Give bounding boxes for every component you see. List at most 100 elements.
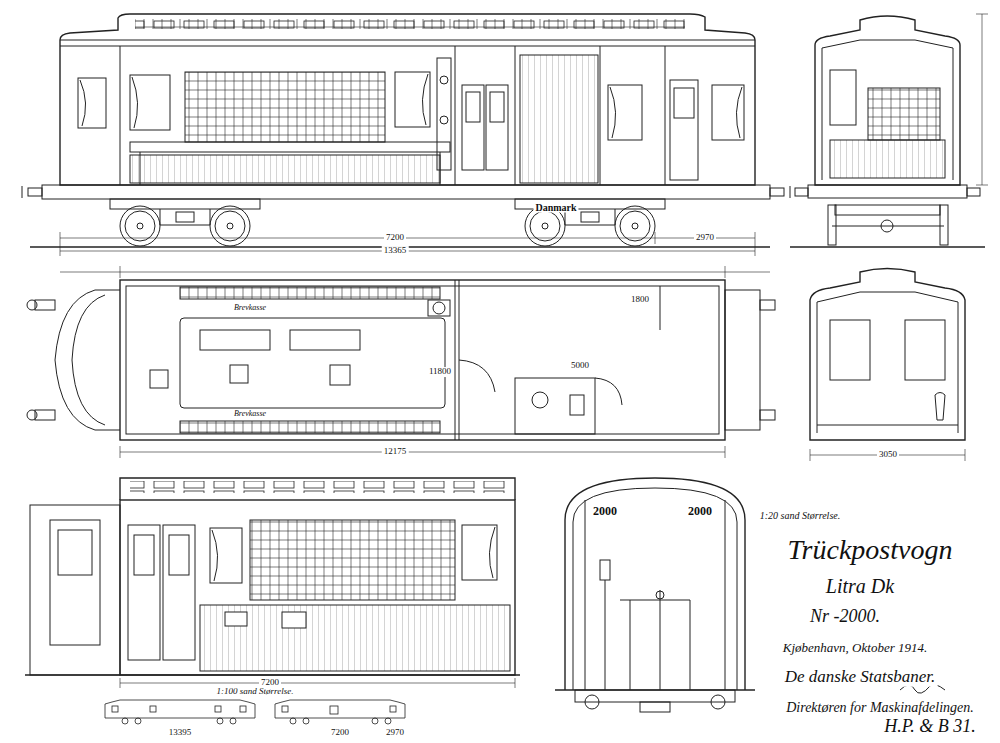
dimension: 5000 xyxy=(569,361,591,371)
plan-view-part xyxy=(725,290,760,430)
scale-note: 1:20 sand Størrelse. xyxy=(758,510,842,521)
side-elevation-part xyxy=(42,185,770,199)
section-view xyxy=(25,478,520,688)
side-elevation-part xyxy=(60,46,755,47)
plan-view-part xyxy=(595,378,622,405)
section-view-part xyxy=(163,525,195,660)
end-section-part xyxy=(656,591,664,599)
side-elevation-part xyxy=(665,46,666,185)
dimension: 7200 xyxy=(329,728,351,738)
plan-view-part xyxy=(120,452,725,453)
section-view-part xyxy=(120,683,515,684)
plan-view-part xyxy=(72,295,105,425)
side-elevation-part xyxy=(130,75,170,130)
plan-view-part xyxy=(459,360,495,392)
side-elevation-part xyxy=(466,92,480,122)
end-section xyxy=(555,478,755,712)
plan-view-part xyxy=(120,446,121,458)
cross-section-part xyxy=(817,292,958,433)
plan-view-part xyxy=(60,272,770,273)
plan-view-part xyxy=(55,290,120,430)
side-elevation-part xyxy=(60,232,61,256)
plan-view-part xyxy=(330,365,350,385)
plan-view-part xyxy=(230,365,248,383)
plan-view-part xyxy=(290,330,360,350)
side-elevation-part xyxy=(78,78,106,128)
side-elevation-part xyxy=(60,14,755,185)
cross-section-part xyxy=(817,425,958,426)
plan-view-part xyxy=(455,280,456,440)
section-view-part xyxy=(462,525,497,580)
section-view-part xyxy=(212,530,218,581)
small-elevation-part xyxy=(385,718,391,724)
side-elevation-part xyxy=(490,92,504,122)
plan-view-part xyxy=(725,446,726,458)
part-label: Brevkasse xyxy=(232,304,268,313)
cross-section-part xyxy=(810,449,811,461)
small-elevation-part xyxy=(330,706,338,714)
side-elevation-part xyxy=(632,223,638,229)
side-elevation-part xyxy=(176,212,194,222)
small-elevation-part xyxy=(290,718,296,724)
dimension: 11800 xyxy=(427,367,453,377)
plan-view-part xyxy=(27,300,37,310)
end-section-part xyxy=(600,560,610,580)
section-view-part xyxy=(58,530,92,575)
cross-section xyxy=(810,269,965,462)
side-elevation-part xyxy=(608,85,642,140)
end-view-part xyxy=(967,188,980,196)
end-section-part xyxy=(585,500,586,690)
plan-view-part xyxy=(760,410,775,420)
side-elevation-part xyxy=(455,46,456,185)
side-elevation-part xyxy=(736,87,742,138)
side-elevation-part xyxy=(125,211,155,241)
side-elevation-part xyxy=(440,116,448,124)
end-section-part xyxy=(690,600,691,690)
section-view-part xyxy=(250,520,455,600)
plan-view-part xyxy=(150,370,168,388)
section-view-part xyxy=(130,481,510,493)
section-view-part xyxy=(120,478,515,500)
side-elevation-part xyxy=(542,223,548,229)
end-view-part xyxy=(868,88,940,140)
section-view-part xyxy=(50,520,100,645)
plan-view-part xyxy=(120,280,725,440)
side-elevation-part xyxy=(620,211,650,241)
plan-view-part xyxy=(515,378,595,434)
side-elevation-part xyxy=(227,223,233,229)
side-elevation-part xyxy=(520,55,598,183)
end-view-part xyxy=(830,70,856,125)
side-elevation-part xyxy=(615,206,655,246)
section-view-part xyxy=(200,605,510,671)
side-elevation-part xyxy=(581,212,599,222)
dimension: 7200 xyxy=(384,233,406,243)
side-elevation-part xyxy=(395,72,430,127)
side-elevation-part xyxy=(80,80,86,126)
dimension: 1800 xyxy=(629,295,651,305)
title-block-text: Nr -2000. xyxy=(808,607,882,627)
small-elevation-part xyxy=(240,706,246,712)
plan-view-part xyxy=(725,266,726,278)
side-elevation-part xyxy=(670,80,698,180)
small-elevation-part xyxy=(275,700,405,718)
end-view-part xyxy=(790,246,985,247)
side-elevation-part xyxy=(130,155,440,183)
end-view-part xyxy=(940,205,948,245)
end-section-part xyxy=(630,600,631,690)
dimension: 2970 xyxy=(384,728,406,738)
small-elevation-part xyxy=(112,706,118,712)
section-view-part xyxy=(120,500,515,675)
side-elevation-part xyxy=(215,211,245,241)
side-elevation-part xyxy=(22,186,23,198)
side-elevation-part xyxy=(515,46,516,185)
end-section-part xyxy=(585,695,599,709)
scale-note: 1:100 sand Størrelse. xyxy=(215,687,296,697)
cross-section-part xyxy=(965,449,966,461)
side-elevation-part xyxy=(185,72,385,142)
plan-view-part xyxy=(180,421,440,433)
side-elevation-part xyxy=(755,232,756,256)
side-elevation-part xyxy=(120,206,160,246)
side-elevation-part xyxy=(610,87,616,138)
side-elevation-part xyxy=(132,77,138,128)
